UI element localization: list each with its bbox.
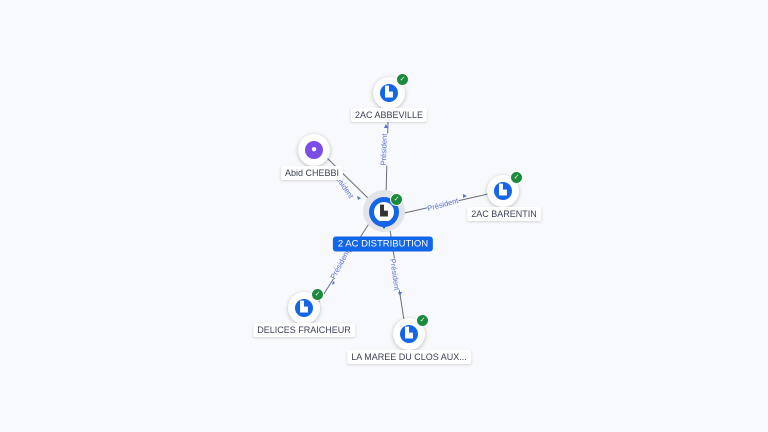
center-node[interactable]: ▙ ✓ [369,193,403,229]
verified-check-icon: ✓ [390,193,403,206]
arrow-icon [384,124,388,128]
node-la-maree[interactable]: ▙ ✓ [393,314,429,350]
arrow-icon [463,194,467,198]
node-2ac-abbeville[interactable]: ▙ ✓ [373,73,409,109]
node-label[interactable]: Abid CHEBBI [280,166,344,180]
arrow-icon [332,281,335,285]
pin-tip [378,221,390,229]
node-label[interactable]: LA MAREE DU CLOS AUX... [347,350,471,364]
verified-check-icon: ✓ [416,314,429,327]
edge-label-abbeville: Président [378,133,389,166]
node-label[interactable]: 2AC BARENTIN [467,207,541,221]
node-delices-fraicheur[interactable]: ▙ ✓ [288,288,324,324]
node-abid-chebbi[interactable]: ● [298,134,330,166]
verified-check-icon: ✓ [510,171,523,184]
verified-check-icon: ✓ [311,288,324,301]
node-2ac-barentin[interactable]: ▙ ✓ [487,171,523,207]
building-icon: ▙ [494,182,512,200]
building-icon: ▙ [374,202,394,222]
verified-check-icon: ✓ [396,73,409,86]
arrow-icon [398,292,402,296]
node-label[interactable]: 2AC ABBEVILLE [350,108,428,122]
person-icon: ● [305,141,323,159]
building-icon: ▙ [295,299,313,317]
arrow-icon [357,196,361,200]
node-label[interactable]: DELICES FRAICHEUR [253,323,355,337]
building-icon: ▙ [380,84,398,102]
building-icon: ▙ [400,325,418,343]
center-node-label[interactable]: 2 AC DISTRIBUTION [332,236,434,252]
edge-abid [324,155,373,203]
